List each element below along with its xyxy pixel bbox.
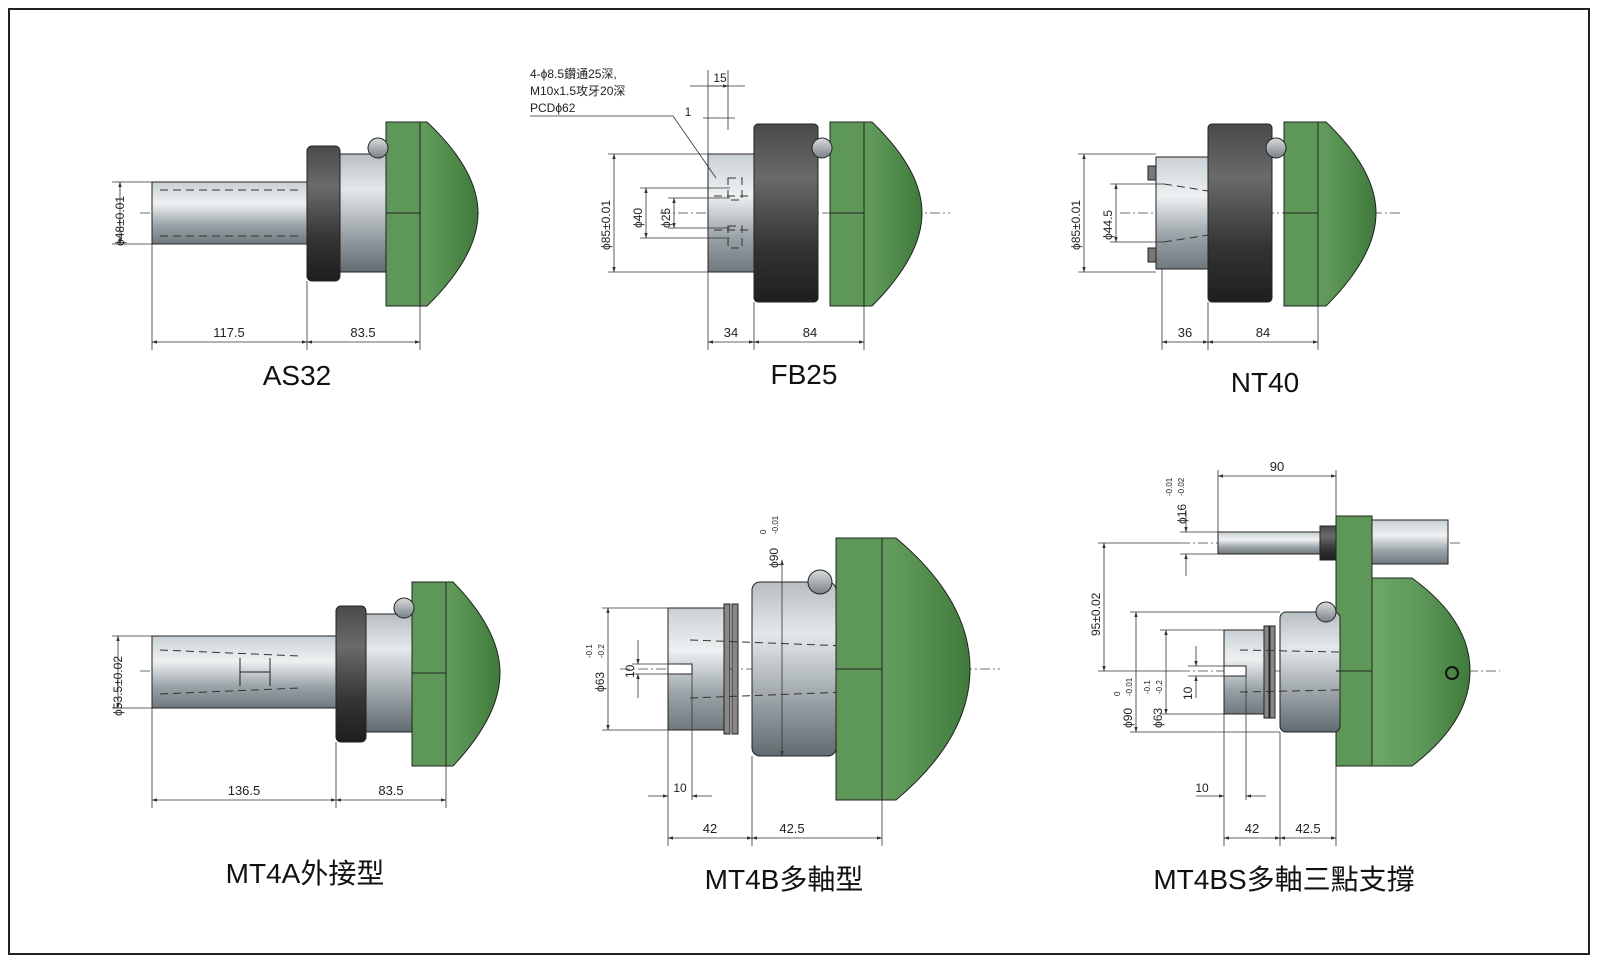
nt40-len1: 36 [1178, 325, 1192, 340]
mt4bs-view: 90 ϕ16 -0.01 -0.02 95±0.02 ϕ90 0 -0.01 ϕ… [1089, 459, 1500, 895]
fb25-small: 1 [685, 105, 692, 119]
as32-len2: 83.5 [350, 325, 375, 340]
mt4b-dia-63: ϕ63 [593, 672, 607, 692]
mt4b-ball-icon [807, 569, 833, 595]
fb25-dia-25: ϕ25 [659, 208, 673, 228]
mt4bs-tol16-up: -0.01 [1165, 477, 1174, 496]
fb25-top: 15 [713, 71, 727, 85]
as32-housing [339, 153, 387, 273]
nt40-view: ϕ85±0.01 ϕ44.5 36 84 NT40 [1069, 121, 1400, 398]
mt4bs-title: MT4BS多軸三點支撐 [1153, 864, 1414, 895]
mt4bs-tol90-up: 0 [1113, 691, 1122, 696]
mt4bs-support-rod [1217, 531, 1329, 555]
fb25-dia-outer: ϕ85±0.01 [599, 200, 613, 250]
fb25-note-2: M10x1.5攻牙20深 [530, 84, 625, 98]
nt40-holder [1155, 156, 1209, 270]
fb25-flange [707, 153, 755, 273]
mt4b-title: MT4B多軸型 [705, 864, 864, 895]
mt4bs-offset: 95±0.02 [1089, 592, 1103, 636]
mt4bs-tol63-up: -0.1 [1143, 680, 1152, 694]
mt4bs-housing [1279, 611, 1341, 733]
mt4b-view: ϕ90 0 -0.01 ϕ63 -0.1 -0.2 10 10 42 42.5 … [585, 515, 1000, 895]
nt40-len2: 84 [1256, 325, 1270, 340]
mt4a-dia: ϕ53.5±0.02 [111, 656, 125, 716]
mt4bs-tol16-lo: -0.02 [1177, 477, 1186, 496]
as32-shaft [151, 181, 308, 245]
mt4bs-tol90-lo: -0.01 [1125, 677, 1134, 696]
mt4bs-len1: 42 [1245, 821, 1259, 836]
mt4bs-dia-90: ϕ90 [1121, 708, 1135, 728]
mt4bs-dia-63: ϕ63 [1151, 708, 1165, 728]
mt4b-slot: 10 [673, 781, 687, 795]
mt4b-housing [751, 581, 837, 757]
mt4b-key: 10 [623, 664, 637, 678]
mt4bs-ball-icon [1315, 601, 1337, 623]
mt4bs-dia-16: ϕ16 [1175, 504, 1189, 524]
mt4b-len1: 42 [703, 821, 717, 836]
fb25-ball-icon [811, 137, 833, 159]
mt4bs-turret-body [1371, 577, 1471, 767]
mt4bs-bracket [1335, 515, 1373, 767]
fb25-title: FB25 [771, 359, 838, 390]
mt4a-ball-icon [393, 597, 415, 619]
nt40-collar [1207, 123, 1273, 303]
fb25-len2: 84 [803, 325, 817, 340]
mt4bs-top: 90 [1270, 459, 1284, 474]
mt4b-tol63-lo: -0.2 [597, 644, 606, 658]
mt4b-tol63-up: -0.1 [585, 644, 594, 658]
as32-dia: ϕ48±0.01 [113, 196, 127, 246]
mt4a-view: ϕ53.5±0.02 136.5 83.5 MT4A外接型 [111, 581, 501, 889]
as32-len1: 117.5 [213, 325, 245, 340]
fb25-note-1: 4-ϕ8.5鑽通25深, [530, 66, 617, 81]
mt4a-len1: 136.5 [228, 783, 261, 798]
fb25-note-3: PCDϕ62 [530, 101, 576, 115]
as32-title: AS32 [263, 360, 332, 391]
mt4b-dia-90: ϕ90 [767, 548, 781, 568]
mt4bs-slot: 10 [1195, 781, 1209, 795]
nt40-ball-icon [1265, 137, 1287, 159]
fb25-len1: 34 [724, 325, 738, 340]
mt4a-title: MT4A外接型 [226, 858, 385, 889]
mt4bs-bolt-icon [1445, 666, 1459, 680]
mt4bs-tol63-lo: -0.2 [1155, 680, 1164, 694]
nt40-title: NT40 [1231, 367, 1299, 398]
as32-collar [306, 145, 341, 282]
mt4b-tol90-lo: -0.01 [771, 515, 780, 534]
as32-view: ϕ48±0.01 117.5 83.5 AS32 [112, 121, 480, 391]
mt4b-tol90-up: 0 [759, 529, 768, 534]
mt4a-housing [365, 613, 413, 733]
mt4a-len2: 83.5 [378, 783, 403, 798]
fb25-view: 4-ϕ8.5鑽通25深, M10x1.5攻牙20深 PCDϕ62 15 1 ϕ8… [530, 66, 950, 390]
mt4bs-len2: 42.5 [1295, 821, 1320, 836]
mt4a-collar [335, 605, 367, 743]
fb25-dia-40: ϕ40 [631, 208, 645, 228]
as32-ball-icon [367, 137, 389, 159]
nt40-dia-inner: ϕ44.5 [1101, 210, 1115, 240]
mt4b-len2: 42.5 [779, 821, 804, 836]
nt40-dia-outer: ϕ85±0.01 [1069, 200, 1083, 250]
fb25-collar [753, 123, 819, 303]
drawing-frame [8, 8, 1590, 955]
mt4bs-key: 10 [1181, 686, 1195, 700]
